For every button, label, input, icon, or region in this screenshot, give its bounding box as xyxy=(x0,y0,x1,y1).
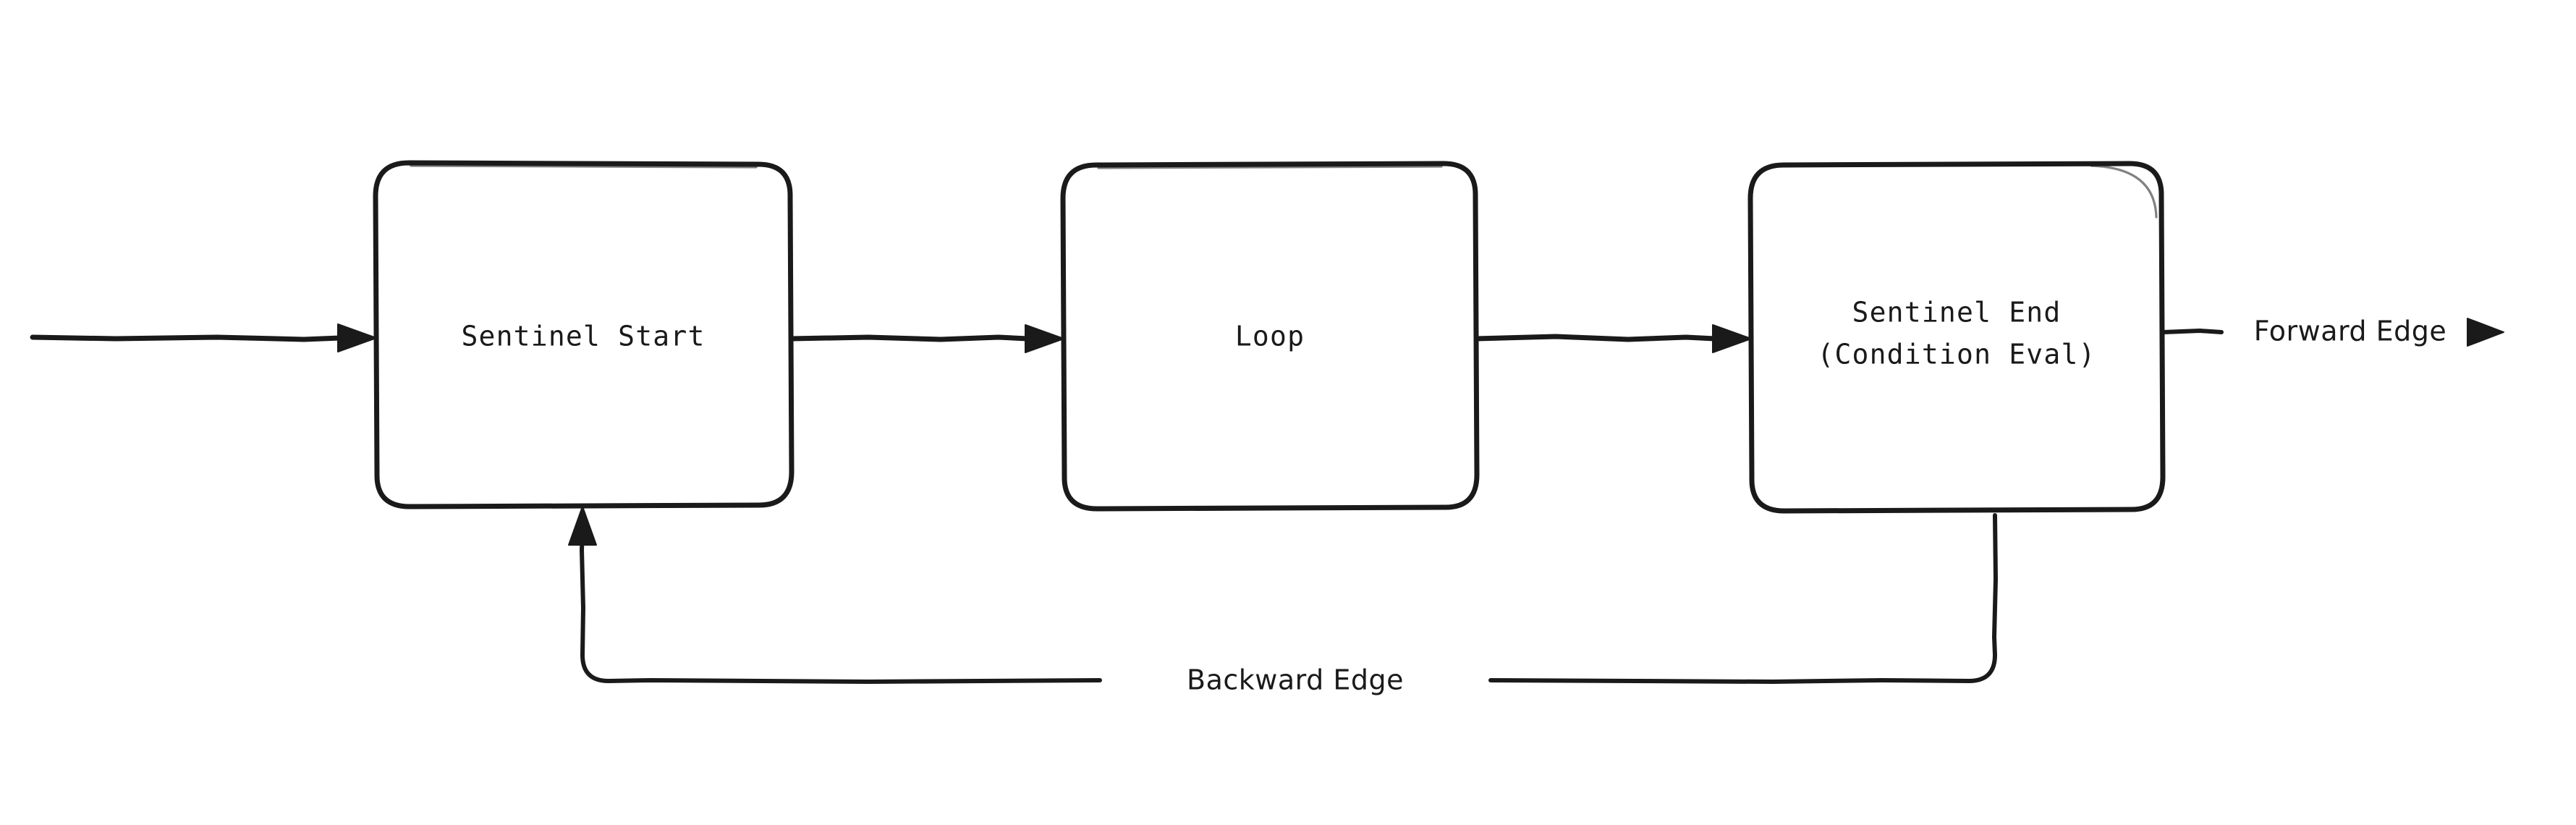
edge-backward-label-backdrop xyxy=(1171,659,1420,701)
node-sentinel-end-label-line2: (Condition Eval) xyxy=(1817,339,2096,371)
edge-entry xyxy=(30,323,377,352)
node-loop-shape xyxy=(1060,161,1480,512)
node-loop-sketch-accent xyxy=(1097,165,1443,169)
node-sentinel-start-shape xyxy=(373,160,795,509)
node-sentinel-start[interactable]: Sentinel Start xyxy=(373,160,795,509)
node-sentinel-end-shape xyxy=(1747,161,2166,514)
edge-entry-arrowhead xyxy=(337,323,377,352)
edge-entry-line xyxy=(30,334,343,342)
node-sentinel-start-sketch-accent xyxy=(410,164,758,169)
node-sentinel-start-label: Sentinel Start xyxy=(461,321,705,352)
edge-loop-to-end-arrowhead xyxy=(1712,324,1752,353)
edge-start-to-loop xyxy=(788,324,1064,353)
edge-forward: Forward Edge xyxy=(2161,316,2504,347)
edge-forward-label: Forward Edge xyxy=(2254,316,2447,347)
node-sentinel-end-sketch-accent xyxy=(2090,164,2158,219)
edge-backward-label: Backward Edge xyxy=(1187,664,1404,696)
edge-forward-stub xyxy=(2161,329,2224,334)
edge-start-to-loop-line xyxy=(788,334,1030,342)
edge-backward-arrowhead xyxy=(568,506,597,546)
edge-forward-arrowhead xyxy=(2467,318,2504,347)
edge-backward-left-segment xyxy=(580,530,1102,684)
edge-loop-to-end-line xyxy=(1473,334,1718,342)
edge-backward: Backward Edge xyxy=(568,506,1998,701)
edge-backward-right-segment xyxy=(1488,513,1998,684)
node-loop-label: Loop xyxy=(1235,321,1305,352)
node-loop[interactable]: Loop xyxy=(1060,161,1480,512)
edge-start-to-loop-arrowhead xyxy=(1025,324,1064,353)
node-sentinel-end[interactable]: Sentinel End (Condition Eval) xyxy=(1747,161,2166,514)
edge-loop-to-end xyxy=(1473,324,1752,353)
node-sentinel-end-label-line1: Sentinel End xyxy=(1852,297,2062,329)
